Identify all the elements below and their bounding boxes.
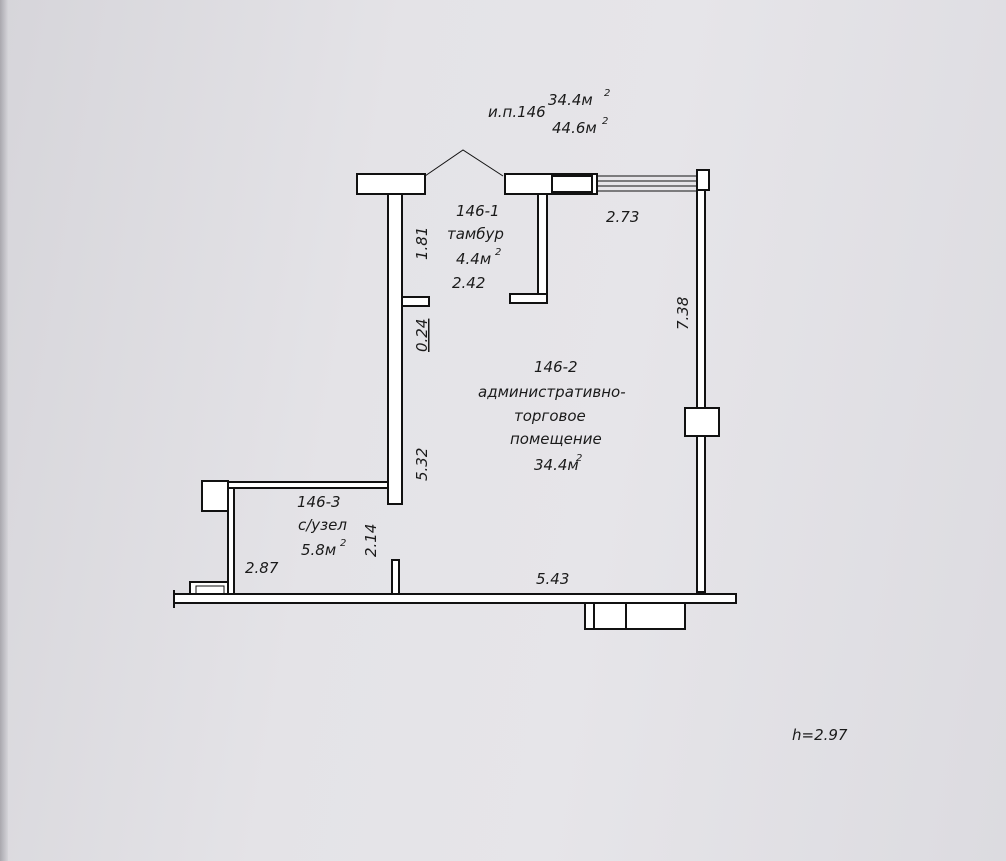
entrance-canopy — [424, 149, 504, 177]
room-1-area: 4.4м — [456, 250, 491, 268]
wall-bottom — [173, 593, 737, 604]
unit-area-sq: 2 — [604, 88, 610, 99]
column-bathroom — [201, 480, 229, 512]
unit-area-total-sq: 2 — [602, 116, 608, 127]
room-2-name-line3: помещение — [510, 430, 602, 448]
paper-edge-shadow — [0, 0, 8, 861]
room-3-name: с/узел — [298, 516, 347, 534]
dim-7-38: 7.38 — [674, 297, 692, 330]
dim-2-87: 2.87 — [245, 559, 279, 577]
room-3-area: 5.8м — [301, 541, 336, 559]
dim-0-24: 0.24 — [413, 319, 431, 352]
wall-vestibule-left-stub — [401, 296, 430, 307]
column-right — [684, 407, 720, 437]
unit-label: и.п.146 — [488, 103, 546, 121]
unit-area: 34.4м — [548, 91, 593, 109]
dim-1-81: 1.81 — [413, 227, 431, 260]
dim-2-73: 2.73 — [606, 208, 639, 226]
corner-post — [696, 169, 710, 191]
wall-top-left — [356, 173, 426, 195]
wall-bathroom-top — [227, 481, 389, 489]
dim-2-14: 2.14 — [362, 524, 380, 557]
wall-right — [696, 189, 706, 593]
room-1-area-sq: 2 — [495, 247, 501, 258]
wall-vestibule-stub — [509, 293, 548, 304]
ceiling-height: h=2.97 — [792, 726, 848, 744]
room-2-area: 34.4м — [534, 456, 579, 474]
wall-vestibule-right — [537, 193, 548, 303]
dim-5-32: 5.32 — [413, 448, 431, 481]
unit-area-total: 44.6м — [552, 119, 597, 137]
wall-partition-left — [387, 193, 403, 505]
dim-2-42: 2.42 — [452, 274, 485, 292]
room-2-name-line1: административно- — [478, 383, 626, 401]
window-block — [551, 175, 593, 193]
room-2-area-sq: 2 — [576, 453, 582, 464]
room-1-number: 146-1 — [456, 202, 500, 220]
room-2-number: 146-2 — [534, 358, 578, 376]
room-3-number: 146-3 — [297, 493, 341, 511]
dim-5-43: 5.43 — [536, 570, 569, 588]
wall-bottom-bay-inner — [593, 602, 627, 630]
room-1-name: тамбур — [447, 225, 504, 243]
room-3-area-sq: 2 — [340, 538, 346, 549]
room-2-name-line2: торговое — [514, 407, 586, 425]
